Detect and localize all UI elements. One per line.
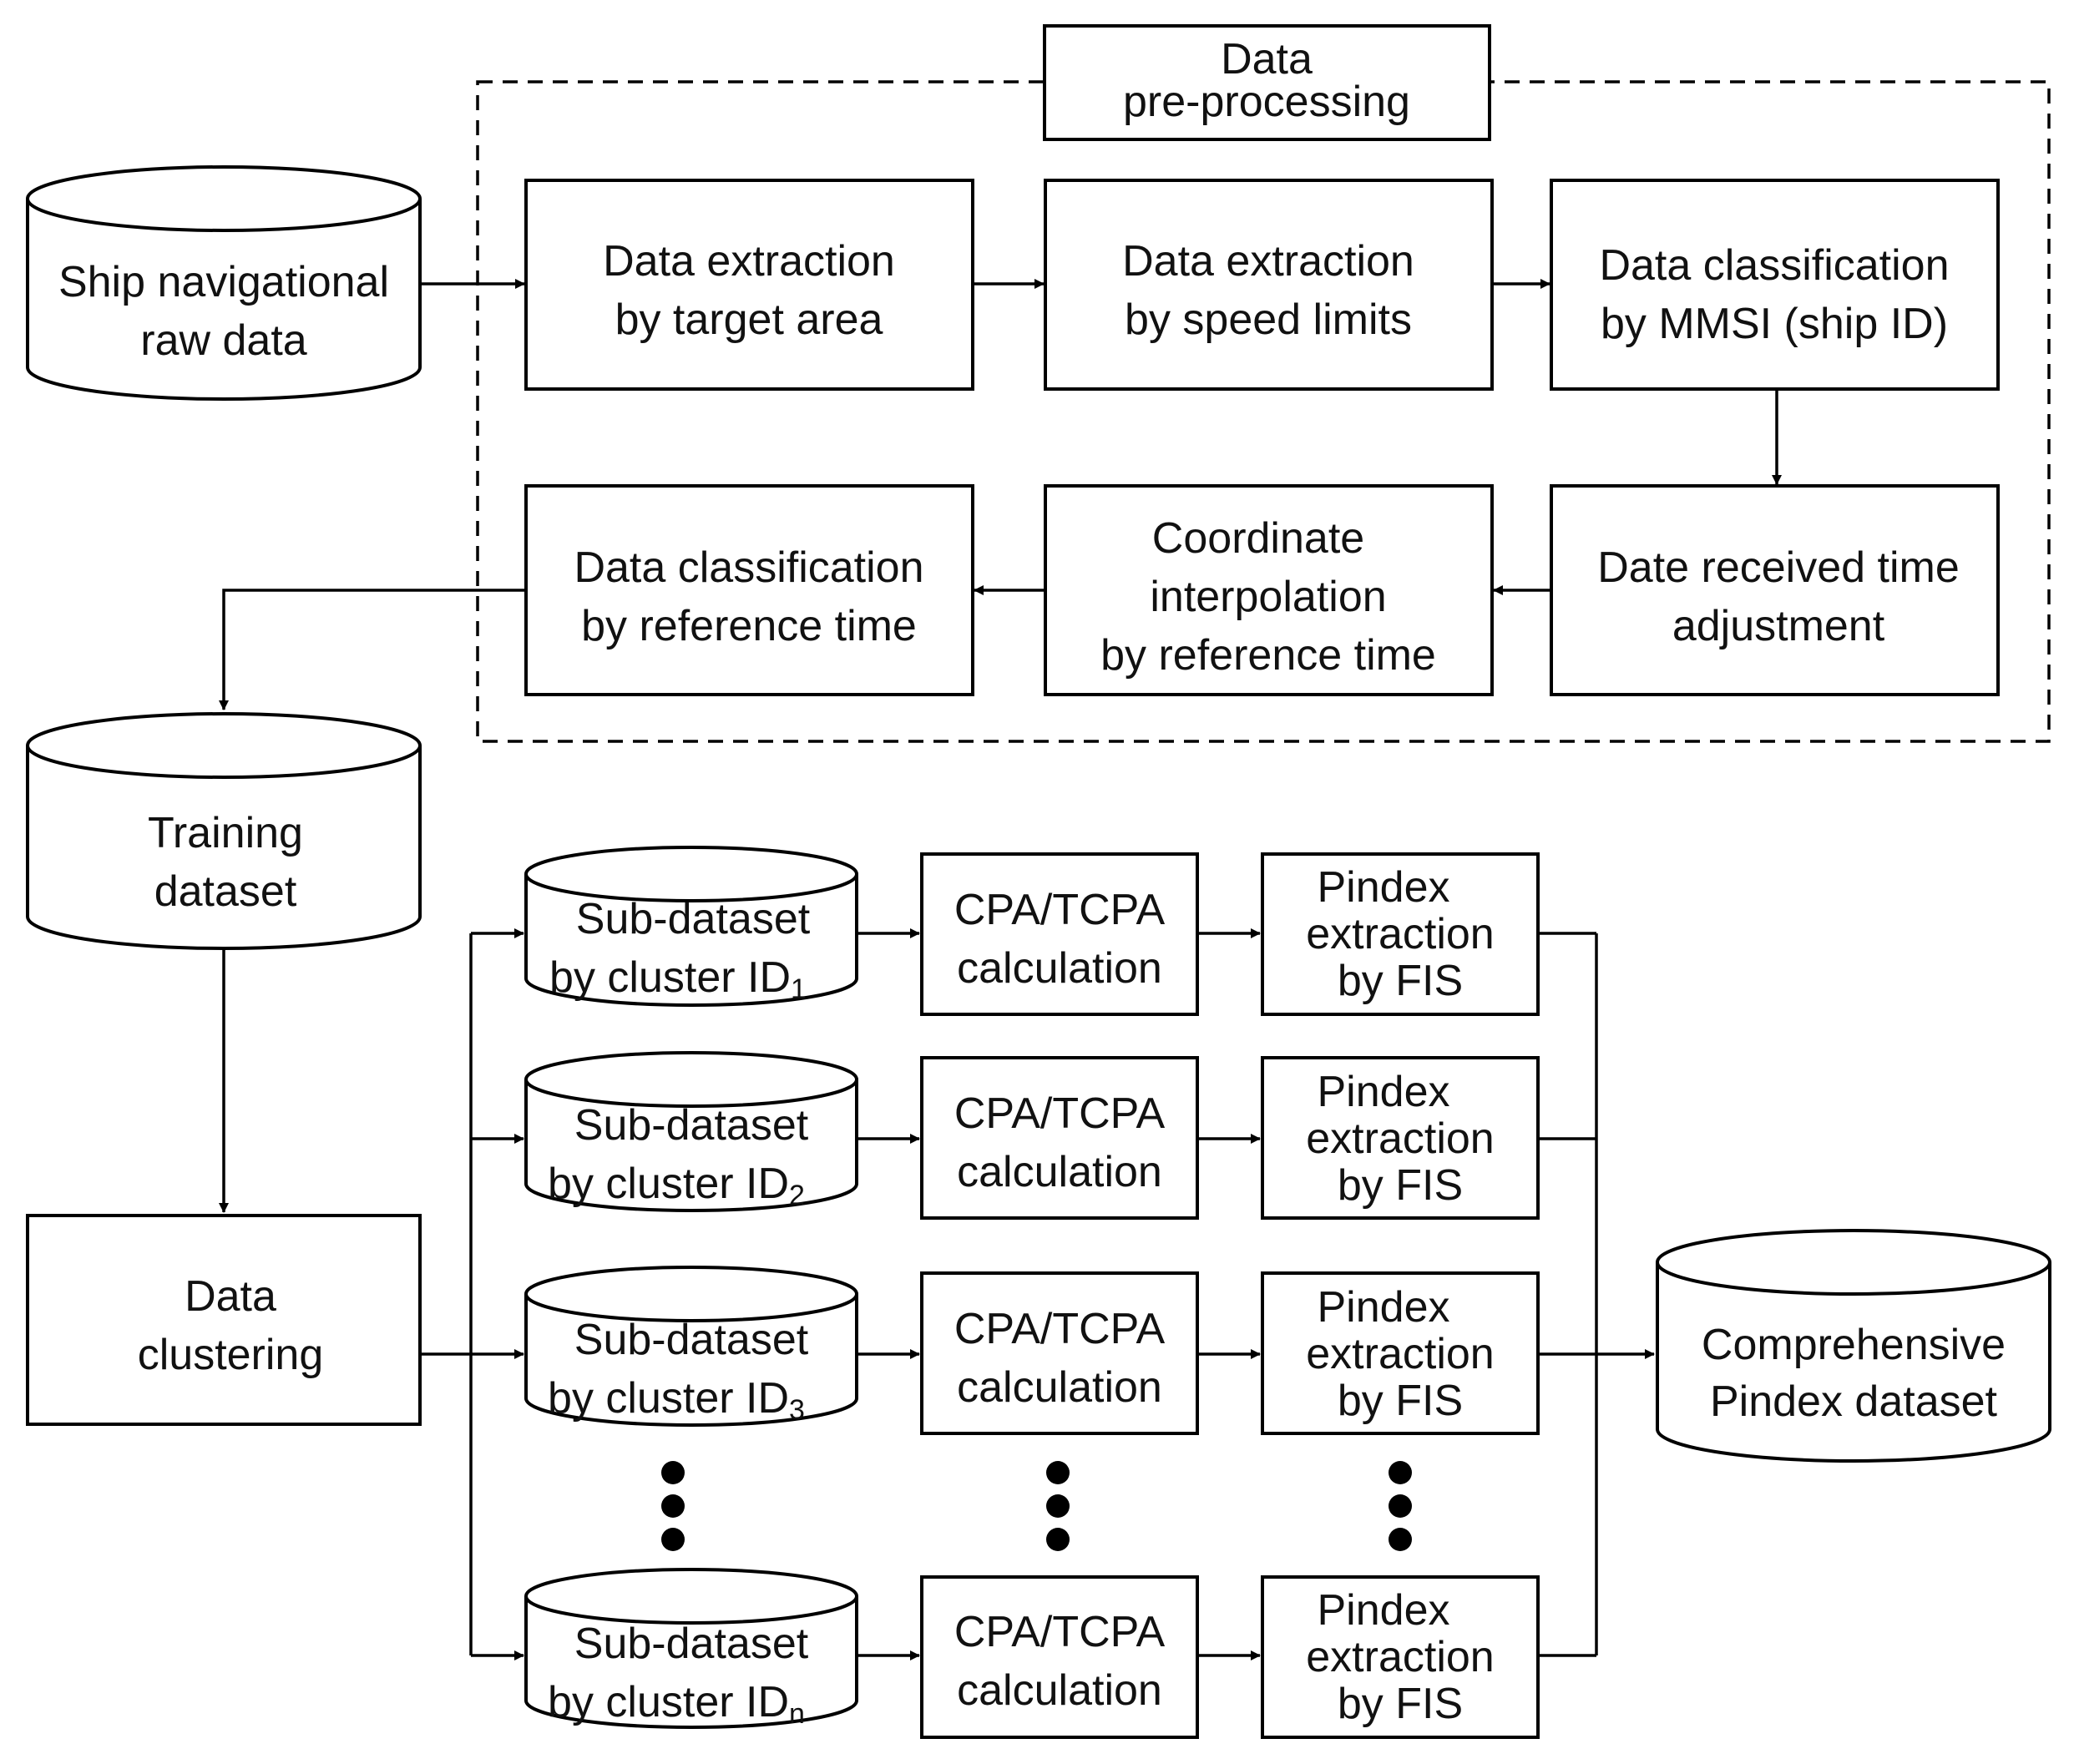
pindexn-line1: Pindex: [1318, 1586, 1450, 1635]
sub-dataset-n-cylinder: [524, 1568, 858, 1729]
pindex2-line2: extraction: [1306, 1115, 1494, 1163]
cpa-box-n: [920, 1575, 1199, 1739]
ellipsis-dots-cpa: [1046, 1461, 1070, 1551]
cpa3-line1: CPA/TCPA: [954, 1305, 1166, 1353]
comprehensive-line1: Comprehensive: [1702, 1321, 2006, 1369]
comprehensive-dataset-cylinder: [1656, 1229, 2051, 1463]
pindex1-line1: Pindex: [1318, 863, 1450, 912]
sub2-line1: Sub-dataset: [574, 1101, 809, 1150]
raw-data-line2: raw data: [140, 316, 307, 365]
classify-time-line2: by reference time: [581, 602, 917, 650]
ellipsis-dots-subsets: [661, 1461, 685, 1551]
training-line1: Training: [148, 809, 303, 857]
raw-data-line1: Ship navigational: [58, 258, 389, 306]
raw-data-cylinder: [26, 165, 422, 401]
interpolation-line1: Coordinate: [1152, 514, 1364, 563]
classify-time-box: [524, 484, 974, 696]
extract-area-line2: by target area: [615, 296, 883, 344]
classify-mmsi-line1: Data classification: [1599, 241, 1949, 290]
training-line2: dataset: [154, 867, 297, 916]
cpa3-line2: calculation: [957, 1363, 1162, 1412]
clustering-line1: Data: [185, 1272, 276, 1321]
pindex-box-2: [1261, 1056, 1540, 1220]
clustering-line2: clustering: [138, 1331, 324, 1379]
cpa-box-2: [920, 1056, 1199, 1220]
time-adjust-line2: adjustment: [1672, 602, 1885, 650]
pindex2-line1: Pindex: [1318, 1068, 1450, 1116]
pindex3-line3: by FIS: [1338, 1377, 1463, 1425]
time-adjust-line1: Date received time: [1597, 543, 1960, 592]
sub-dataset-2-cylinder: [524, 1051, 858, 1212]
extract-speed-line1: Data extraction: [1122, 237, 1414, 286]
cpan-line2: calculation: [957, 1666, 1162, 1715]
preprocessing-title-line2: pre-processing: [1123, 78, 1410, 126]
extract-area-box: [524, 179, 974, 391]
cpa-box-3: [920, 1271, 1199, 1435]
interpolation-line3: by reference time: [1100, 631, 1436, 680]
clustering-box: [26, 1214, 422, 1426]
preprocessing-title-box: [1043, 24, 1491, 141]
sub3-line1: Sub-dataset: [574, 1316, 809, 1364]
interpolation-line2: interpolation: [1150, 573, 1386, 621]
sub3-line2: by cluster ID3: [548, 1374, 805, 1426]
cpa-box-1: [920, 852, 1199, 1016]
extract-area-line1: Data extraction: [603, 237, 895, 286]
cpan-line1: CPA/TCPA: [954, 1608, 1166, 1656]
sub-dataset-1-cylinder: [524, 846, 858, 1007]
sub1-line2: by cluster ID1: [549, 953, 807, 1005]
pindexn-line2: extraction: [1306, 1633, 1494, 1681]
subn-line1: Sub-dataset: [574, 1620, 809, 1668]
interpolation-box: [1044, 484, 1494, 696]
pindex2-line3: by FIS: [1338, 1161, 1463, 1210]
sub1-line1: Sub-dataset: [576, 895, 811, 943]
pindex-box-3: [1261, 1271, 1540, 1435]
subn-line2: by cluster IDn: [548, 1678, 805, 1730]
pindex3-line1: Pindex: [1318, 1283, 1450, 1332]
cpa2-line2: calculation: [957, 1148, 1162, 1196]
pindex-box-n: [1261, 1575, 1540, 1739]
time-adjust-box: [1550, 484, 2000, 696]
extract-speed-box: [1044, 179, 1494, 391]
pindexn-line3: by FIS: [1338, 1680, 1463, 1728]
comprehensive-line2: Pindex dataset: [1710, 1377, 1998, 1426]
preprocessing-title-line1: Data: [1221, 35, 1313, 83]
pindex-box-1: [1261, 852, 1540, 1016]
extract-speed-line2: by speed limits: [1125, 296, 1412, 344]
pindex1-line3: by FIS: [1338, 957, 1463, 1005]
pindex1-line2: extraction: [1306, 910, 1494, 958]
classify-mmsi-box: [1550, 179, 2000, 391]
sub-dataset-3-cylinder: [524, 1266, 858, 1427]
cpa2-line1: CPA/TCPA: [954, 1089, 1166, 1138]
classify-time-line1: Data classification: [574, 543, 923, 592]
cpa1-line1: CPA/TCPA: [954, 886, 1166, 934]
arrow-classify-to-training: [219, 589, 526, 710]
pindex3-line2: extraction: [1306, 1330, 1494, 1378]
cpa1-line2: calculation: [957, 944, 1162, 993]
ellipsis-dots-pindex: [1389, 1461, 1412, 1551]
classify-mmsi-line2: by MMSI (ship ID): [1601, 300, 1948, 348]
sub2-line2: by cluster ID2: [548, 1160, 805, 1211]
